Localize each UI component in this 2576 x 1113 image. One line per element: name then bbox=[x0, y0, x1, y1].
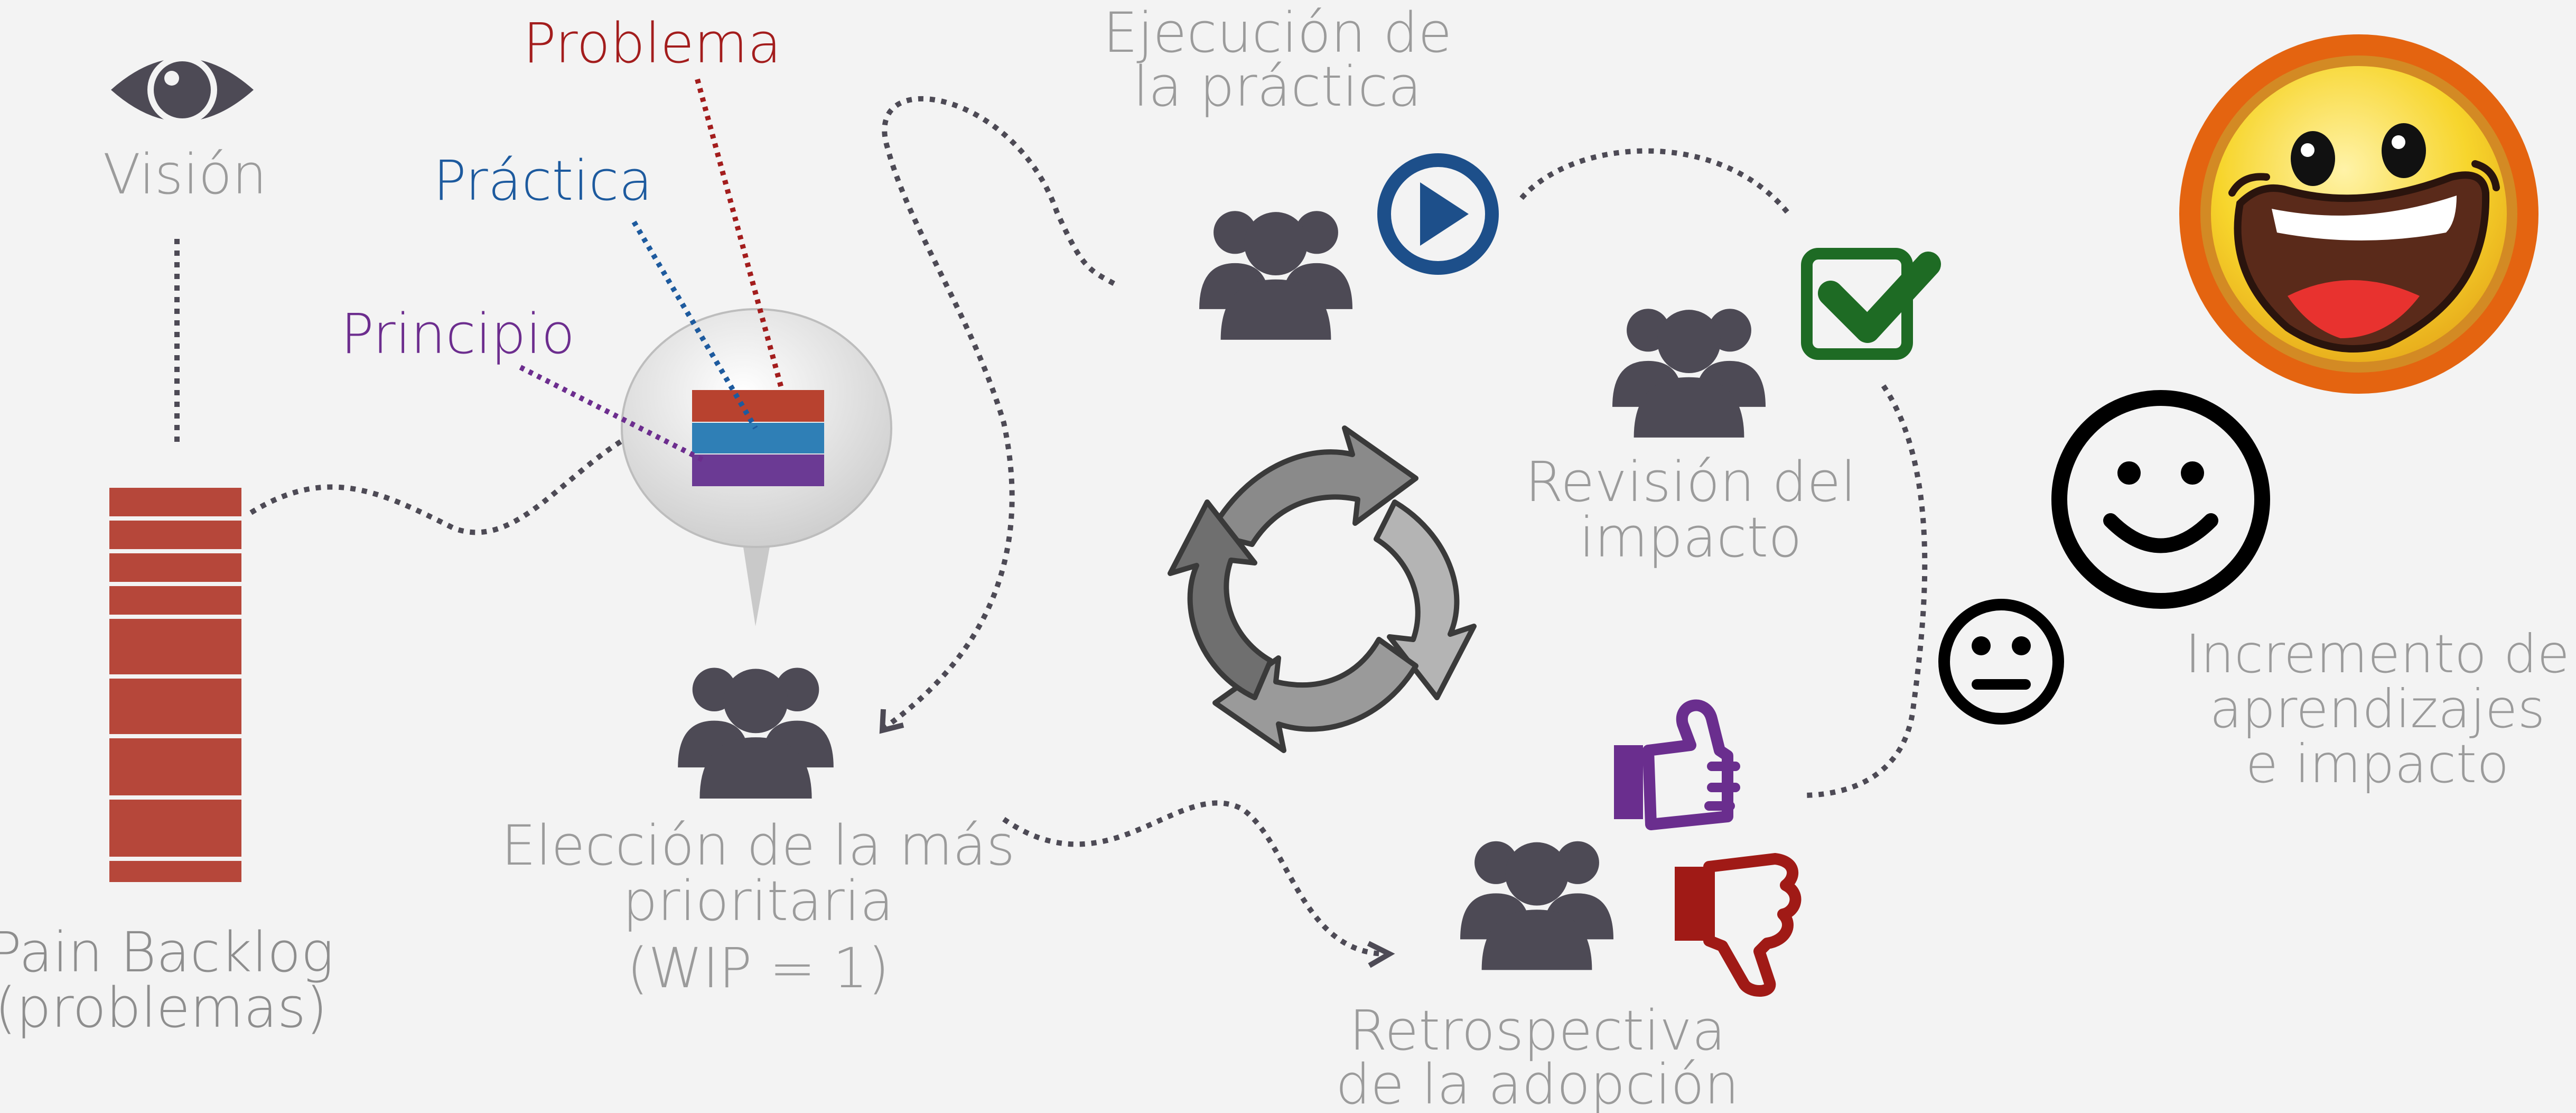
ejecucion-to-revision-connector bbox=[1519, 148, 1793, 219]
speech-bubble-icon bbox=[621, 308, 892, 626]
revision-label-line1: Revisión del bbox=[1525, 450, 1856, 514]
eleccion-label-line2: prioritaria bbox=[622, 869, 894, 933]
retro-label-line2: de la adopción bbox=[1336, 1052, 1739, 1113]
problema-connector bbox=[695, 78, 785, 391]
arrowhead bbox=[879, 709, 904, 734]
incremento-label-line3: e impacto bbox=[2245, 733, 2509, 795]
principio-label: Principio bbox=[341, 302, 575, 366]
ejecucion-label-line2: la práctica bbox=[1133, 54, 1422, 119]
vision-label: Visión bbox=[102, 142, 267, 207]
people-icon bbox=[1612, 309, 1766, 438]
eleccion-to-ejecucion-connector bbox=[881, 96, 1119, 732]
retro-label-line1: Retrospectiva bbox=[1349, 998, 1726, 1063]
cycle-arrows-icon bbox=[1168, 425, 1477, 753]
revision-label-line2: impacto bbox=[1579, 505, 1802, 570]
thumbs-down-icon bbox=[1675, 853, 1802, 997]
backlog-label-line1: Pain Backlog bbox=[0, 920, 334, 985]
practica-label: Práctica bbox=[433, 149, 653, 213]
people-icon bbox=[1199, 211, 1352, 340]
brick-wall-icon bbox=[109, 488, 241, 882]
thumbs-up-icon bbox=[1614, 699, 1740, 830]
eleccion-label-line3: (WIP = 1) bbox=[627, 936, 890, 1000]
backlog-to-bubble-connector bbox=[249, 415, 677, 535]
eye-icon bbox=[111, 55, 254, 125]
ejecucion-label-line1: Ejecución de bbox=[1103, 1, 1452, 65]
revision-to-retro-connector bbox=[1801, 384, 1928, 798]
checkmark-icon bbox=[1801, 248, 1941, 360]
people-icon bbox=[678, 667, 834, 799]
play-icon bbox=[1377, 153, 1499, 275]
eleccion-to-retro-connector bbox=[1002, 800, 1385, 957]
neutral-face-icon bbox=[1938, 599, 2064, 725]
practica-connector bbox=[631, 220, 758, 430]
eleccion-label-line1: Elección de la más bbox=[501, 813, 1015, 878]
laughing-face-icon bbox=[2179, 34, 2538, 394]
incremento-label-line2: aprendizajes bbox=[2209, 678, 2545, 740]
problema-label: Problema bbox=[523, 11, 781, 76]
smiley-face-icon bbox=[2051, 390, 2270, 609]
backlog-label-line2: (problemas) bbox=[0, 976, 328, 1040]
people-icon bbox=[1460, 841, 1613, 970]
arrowhead bbox=[1367, 941, 1395, 968]
incremento-label-line1: Incremento de bbox=[2185, 623, 2570, 685]
